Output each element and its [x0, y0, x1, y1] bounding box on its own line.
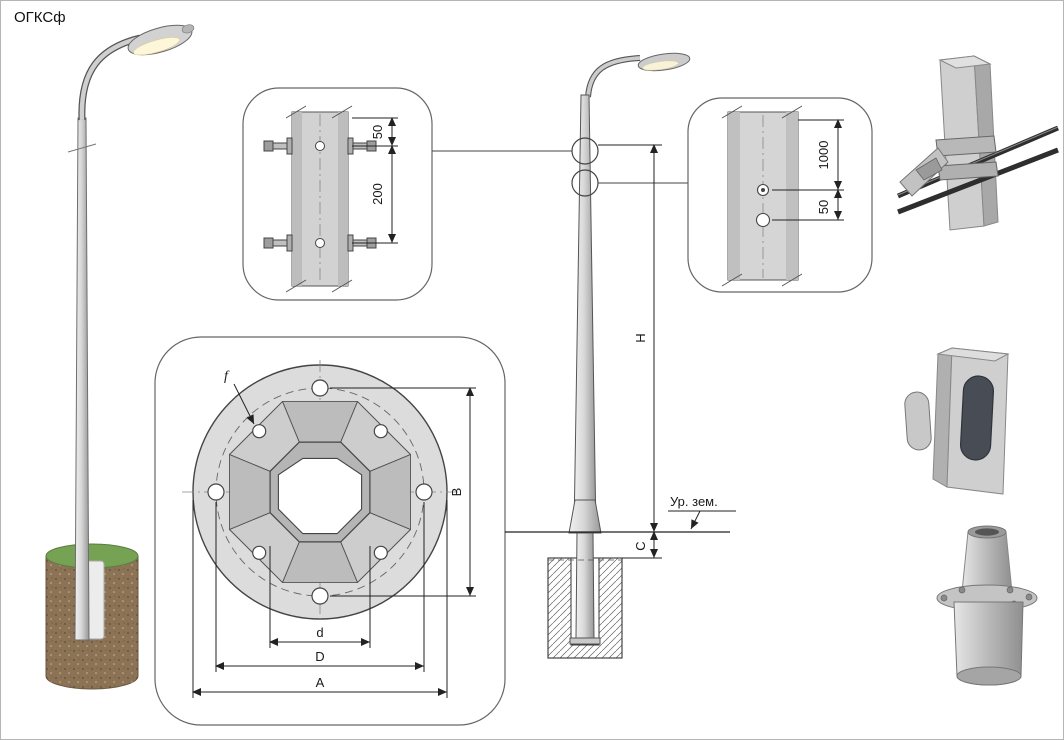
dim-label-C: C — [633, 541, 648, 550]
dim-label-H: H — [633, 333, 648, 342]
clamp-band-upper — [935, 135, 997, 157]
dim-label-200: 200 — [370, 183, 385, 205]
door-3d-render — [904, 347, 1010, 495]
break-marks — [285, 105, 353, 293]
lamp-head — [637, 52, 691, 72]
dim-lines-right — [330, 387, 476, 597]
gusset-edges — [229, 401, 411, 583]
dim-label-50: 50 — [816, 200, 831, 214]
tube-octagon-inner — [277, 457, 363, 535]
pole-joint-mark — [67, 143, 97, 153]
pole-embedded — [575, 532, 595, 639]
clamp-detail-view: 50 200 — [242, 87, 433, 301]
break-marks — [721, 105, 803, 287]
foundation-3d — [45, 543, 139, 690]
anchor-top-hole — [975, 528, 999, 536]
ground-arrow — [690, 510, 701, 530]
pole-face-left — [728, 112, 740, 280]
gusset-cardinal-faces — [229, 401, 411, 583]
hole-lower — [755, 212, 771, 228]
flange-holes — [207, 379, 433, 605]
pole-base-flare — [568, 499, 602, 534]
hole-detail-view: 1000 50 — [687, 97, 873, 293]
pole-face-right — [786, 112, 798, 280]
door-cover — [904, 391, 932, 451]
bolt-hole — [315, 141, 325, 151]
flange-detail-view: f d D A B — [154, 336, 506, 726]
pole-top-face — [938, 55, 992, 69]
pole-face-right — [338, 112, 348, 286]
lamp-head-3d — [127, 24, 195, 56]
lamp-arm — [79, 35, 141, 121]
anchor-top-tube — [961, 531, 1013, 593]
pole-shaft-3d — [74, 117, 90, 641]
dim-lines — [772, 119, 844, 221]
base-plate — [569, 637, 601, 645]
dim-lines — [352, 117, 398, 244]
rod-2 — [897, 147, 1059, 215]
dim-label-B: B — [449, 488, 464, 497]
foundation-section — [547, 532, 623, 659]
clamp-band-lower — [937, 161, 999, 181]
dim-label-D: D — [315, 649, 324, 664]
dim-label-50: 50 — [370, 125, 385, 139]
dim-lines-bottom — [192, 500, 448, 698]
lamp-arm — [586, 56, 641, 98]
ground-label: Ур. зем. — [670, 494, 718, 509]
dim-label-f: f — [224, 369, 230, 384]
clamp-3d-render — [897, 55, 1059, 231]
f-leader — [233, 383, 255, 425]
product-title: ОГКСф — [14, 9, 66, 26]
door-opening — [959, 375, 995, 461]
left-pole-render — [45, 24, 195, 690]
anchor-3d-render — [936, 525, 1038, 686]
bolt-hole — [315, 238, 325, 248]
pole-top-face — [936, 347, 1010, 362]
dim-H-lines — [598, 144, 662, 532]
bracket-cone — [915, 157, 943, 181]
pole-face-left — [292, 112, 302, 286]
elevation-view: Ур. зем. H C — [432, 52, 736, 659]
dim-label-A: A — [316, 675, 325, 690]
dim-C-lines — [622, 531, 662, 559]
anchor-bottom — [956, 666, 1022, 686]
dim-label-1000: 1000 — [816, 141, 831, 170]
hole-upper-center — [761, 188, 765, 192]
dim-label-d: d — [316, 625, 323, 640]
